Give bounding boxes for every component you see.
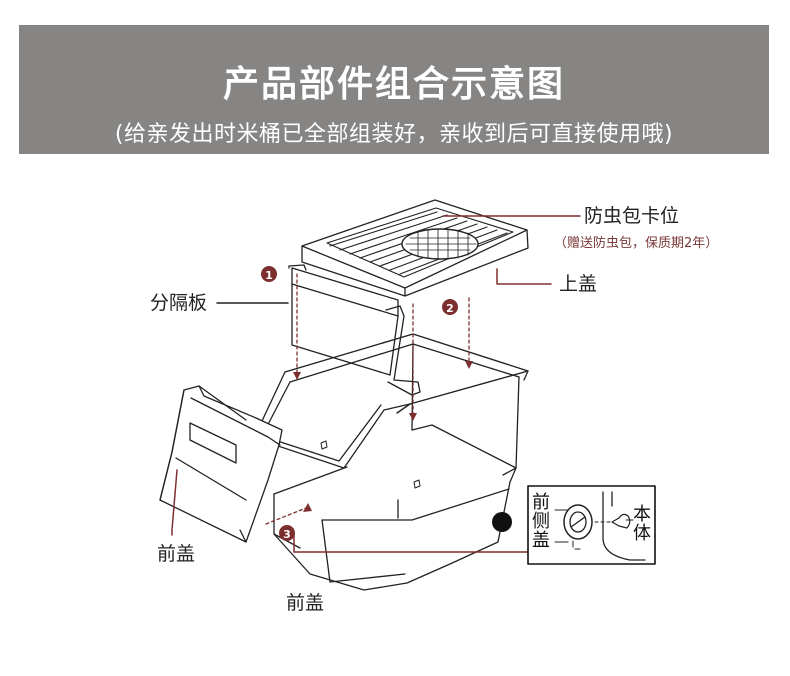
top-lid-label: 上盖 (559, 273, 598, 295)
divider-label: 分隔板 (150, 292, 208, 314)
side-knob-icon (492, 512, 512, 532)
header-banner: 产品部件组合示意图 (给亲发出时米桶已全部组装好，亲收到后可直接使用哦) (19, 25, 769, 154)
body-drawing (253, 333, 529, 591)
page-title: 产品部件组合示意图 (222, 64, 565, 105)
detail-inset (527, 485, 656, 565)
inset-body-label: 本 体 (632, 505, 652, 543)
step-3-number: 3 (283, 528, 291, 541)
insect-clip-label: 防虫包卡位 (584, 205, 680, 227)
inset-char: 前 (532, 492, 550, 513)
leader-lines (171, 215, 581, 553)
insect-pack-note: （赠送防虫包，保质期2年） (554, 236, 719, 251)
page-subtitle: (给亲发出时米桶已全部组装好，亲收到后可直接使用哦) (114, 122, 674, 147)
insect-pack-slot (401, 228, 479, 260)
step-1-number: 1 (265, 269, 273, 282)
step-markers: 1 2 3 (261, 266, 458, 541)
inset-char: 本 (633, 504, 651, 525)
inset-char: 侧 (532, 511, 550, 532)
front-lid-drawing (159, 385, 283, 543)
front-lid-label-bottom: 前盖 (286, 592, 325, 614)
front-lid-label-left: 前盖 (157, 543, 196, 565)
inset-side-lid-label: 前 侧 盖 (531, 493, 551, 550)
step-2-number: 2 (446, 302, 454, 315)
inset-char: 盖 (532, 530, 550, 551)
assembly-guides (265, 273, 470, 525)
top-lid-drawing (301, 199, 529, 297)
inset-char: 体 (633, 523, 651, 544)
